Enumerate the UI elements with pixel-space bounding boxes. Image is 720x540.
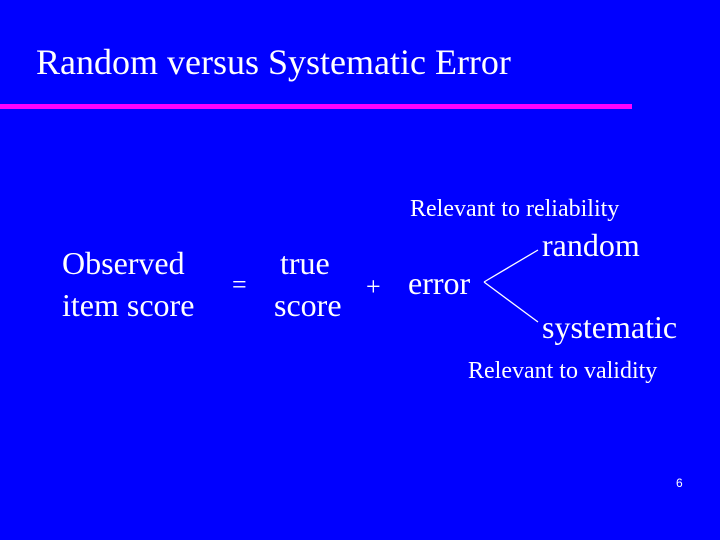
plus-sign: + <box>366 272 381 301</box>
true-score-label-line1: true <box>280 245 330 281</box>
title-underline <box>0 104 632 109</box>
random-label: random <box>542 227 640 263</box>
relevant-to-validity-label: Relevant to validity <box>468 358 658 384</box>
branch-line-random <box>483 249 539 283</box>
systematic-label: systematic <box>542 309 678 345</box>
observed-label-line1: Observed <box>62 245 185 281</box>
error-label: error <box>408 265 471 301</box>
observed-label-line2: item score <box>62 287 195 323</box>
relevant-to-reliability-label: Relevant to reliability <box>410 196 620 222</box>
branch-line-systematic <box>483 281 539 323</box>
slide-title: Random versus Systematic Error <box>36 42 511 82</box>
equals-sign: = <box>232 270 247 299</box>
page-number: 6 <box>676 476 683 490</box>
true-score-label-line2: score <box>274 287 342 323</box>
